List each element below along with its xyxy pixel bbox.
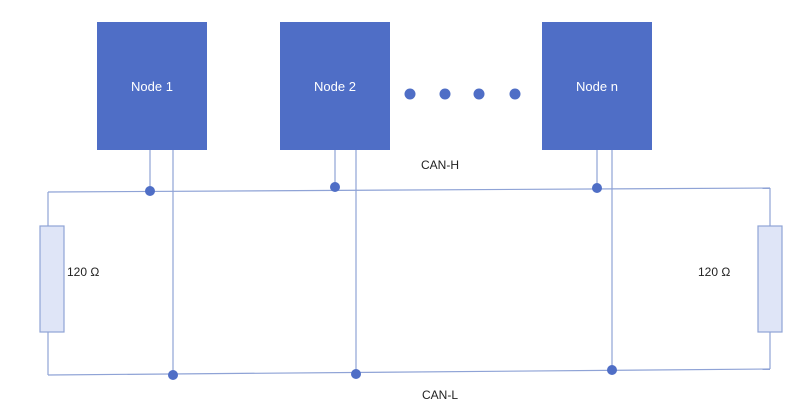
node-n-label: Node n	[576, 79, 618, 94]
node-1-box	[97, 22, 207, 150]
can-l-junction-node-n	[607, 365, 617, 375]
node-1-label: Node 1	[131, 79, 173, 94]
node-2: Node 2	[280, 22, 390, 150]
node-2-box	[280, 22, 390, 150]
ellipsis-dot	[473, 88, 485, 100]
can-h-bus-line	[47, 187, 771, 193]
can-l-label: CAN-L	[422, 388, 458, 402]
ellipsis-dot	[439, 88, 451, 100]
right-terminator-resistor	[757, 225, 783, 333]
node-n: Node n	[542, 22, 652, 150]
can-l-bus-line	[47, 368, 771, 376]
left-terminator-label: 120 Ω	[67, 265, 99, 279]
node-1: Node 1	[97, 22, 207, 150]
can-h-label: CAN-H	[421, 158, 459, 172]
ellipsis-dot	[509, 88, 521, 100]
node-n-box	[542, 22, 652, 150]
can-l-junction-node-2	[351, 369, 361, 379]
can-h-junction-node-2	[330, 182, 340, 192]
ellipsis-dot	[404, 88, 416, 100]
left-terminator-resistor	[39, 225, 65, 333]
can-l-junction-node-1	[168, 370, 178, 380]
can-h-junction-node-n	[592, 183, 602, 193]
node-2-label: Node 2	[314, 79, 356, 94]
right-terminator-label: 120 Ω	[698, 265, 730, 279]
can-h-junction-node-1	[145, 186, 155, 196]
